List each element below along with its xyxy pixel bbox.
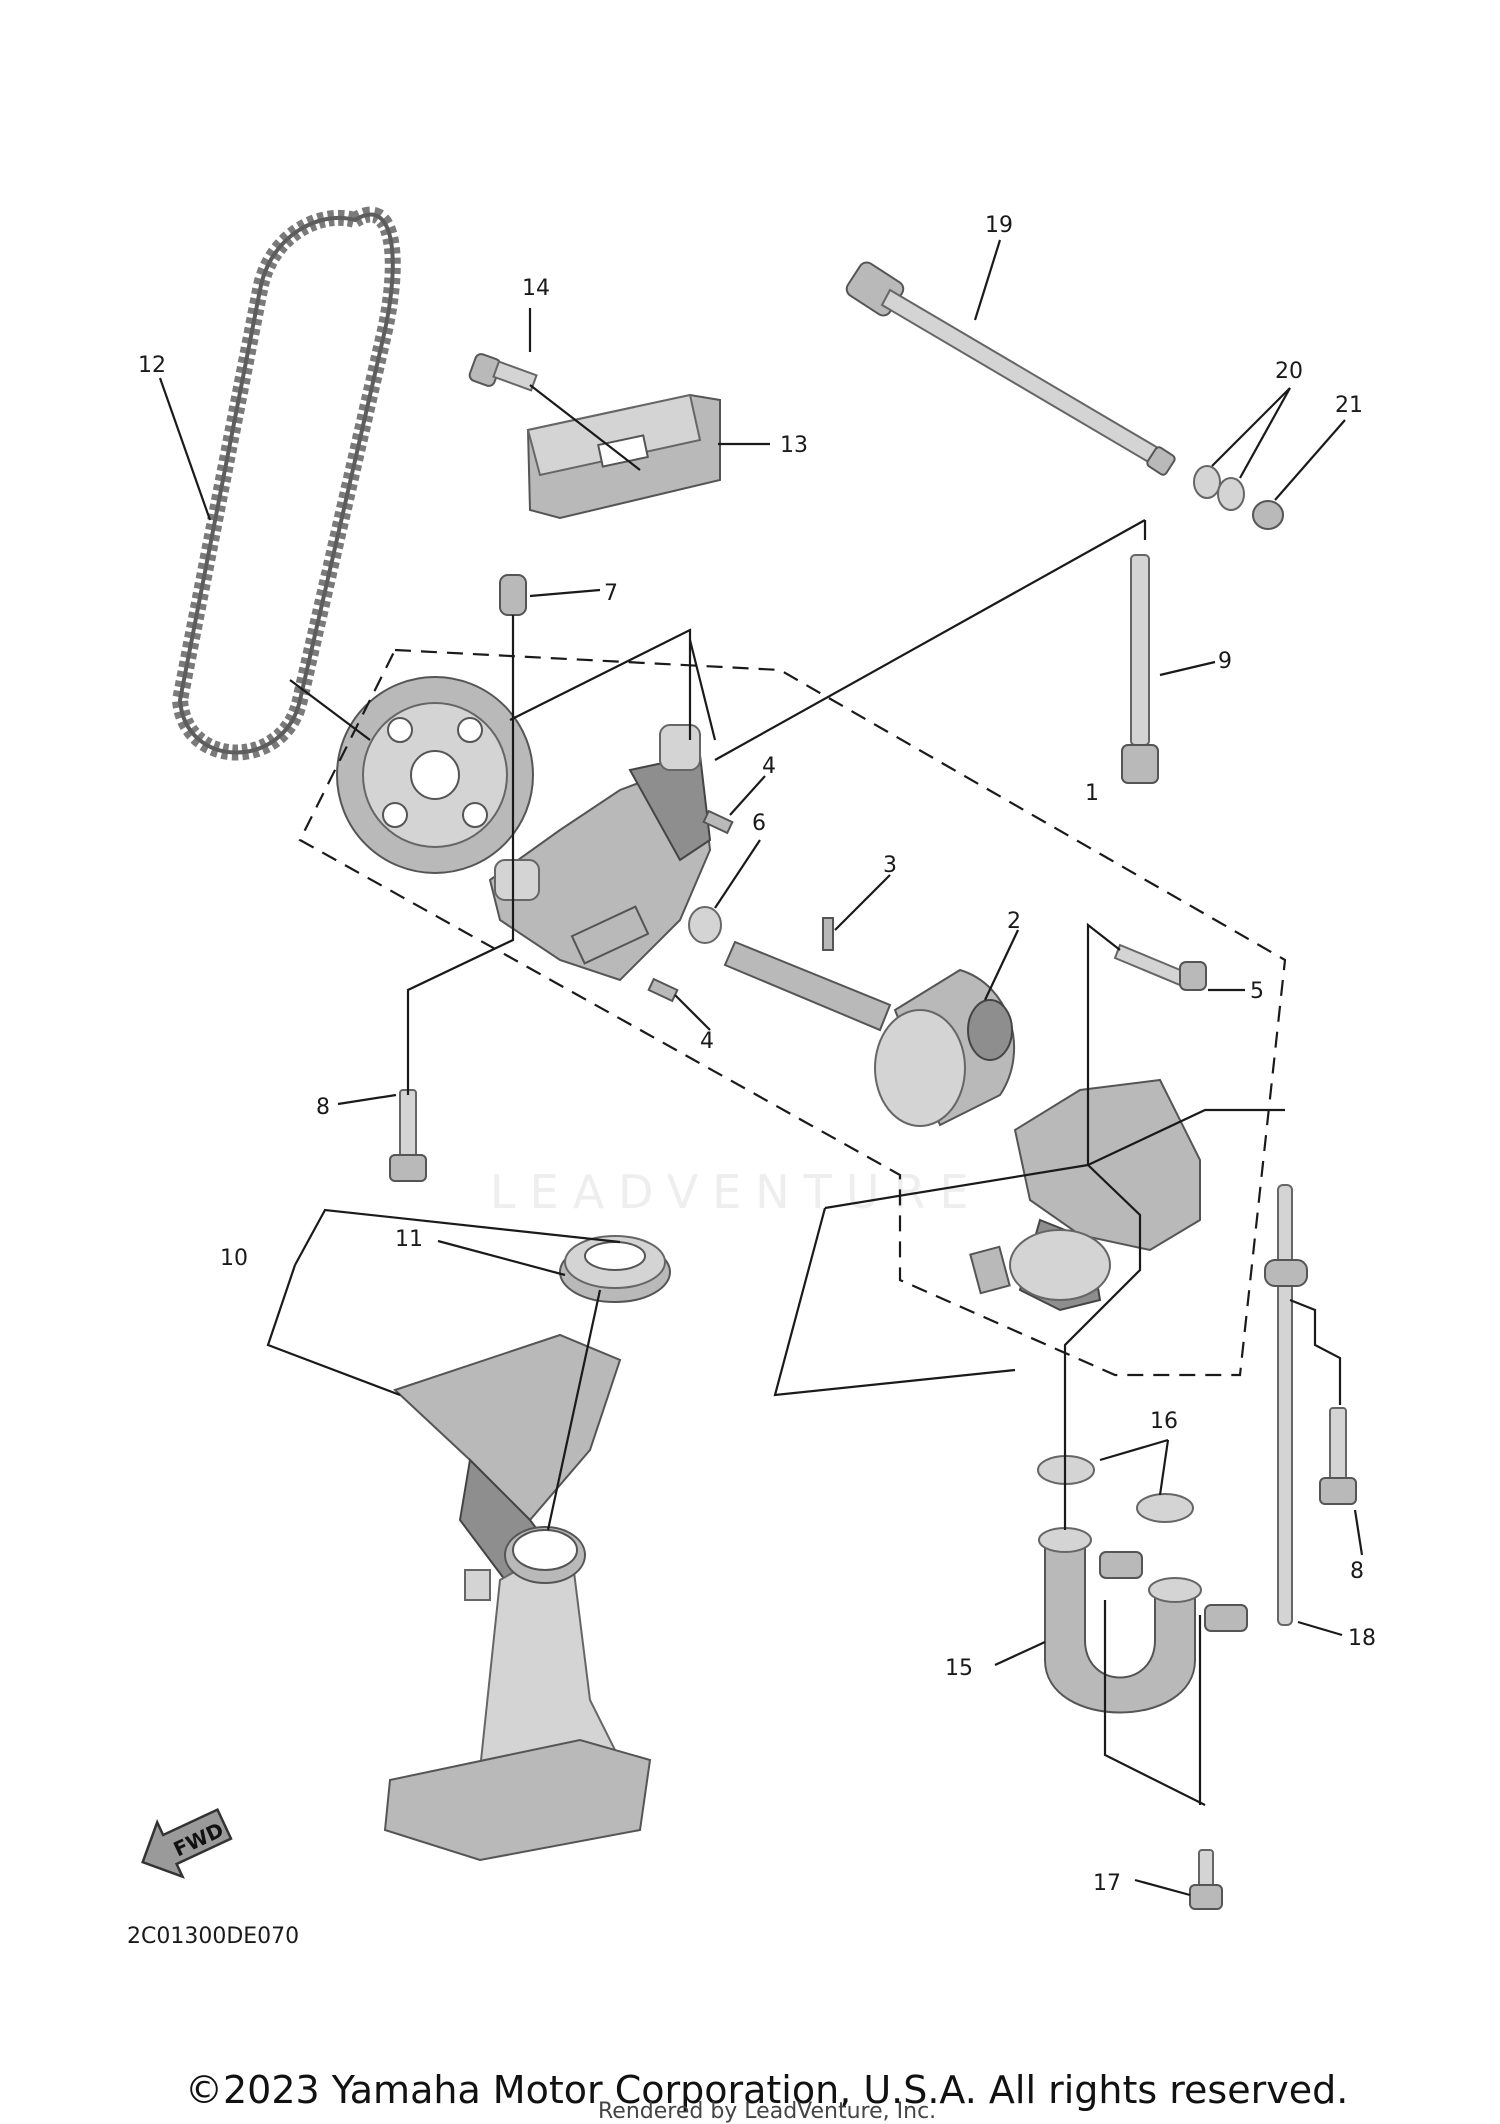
part-4-pin-lower [647,977,679,1003]
callout-8-right: 8 [1350,1559,1364,1584]
callout-9: 9 [1218,649,1232,674]
callout-17: 17 [1093,1871,1121,1896]
part-3-pin [822,917,834,951]
part-15-pipe [1038,1527,1248,1714]
callout-8-left: 8 [316,1095,330,1120]
leader-lines [158,239,1364,1897]
callout-10: 10 [220,1246,248,1271]
assembly-outline [298,648,1287,1377]
part-18-rod [1264,1184,1308,1626]
callout-20: 20 [1275,359,1303,384]
part-17-bolt [1189,1849,1223,1910]
part-8-bolt-left [389,1089,427,1182]
diagram-code: 2C01300DE070 [127,1924,299,1949]
callout-21: 21 [1335,393,1363,418]
callout-18: 18 [1348,1626,1376,1651]
part-7-dowel [499,574,527,616]
callout-12: 12 [138,353,166,378]
rendered-by-text: Rendered by LeadVenture, Inc. [598,2099,936,2124]
part-14-bolt [468,353,538,392]
callout-6: 6 [752,811,766,836]
callout-7: 7 [604,581,618,606]
part-10-strainer [383,1333,652,1862]
part-1-pump-cover [969,1078,1201,1312]
part-19-shaft [845,261,1176,476]
part-11-seal [559,1235,671,1303]
part-1-pump-body [488,724,712,982]
part-6-oring [688,906,722,944]
part-1-sprocket [336,676,534,874]
part-5-bolt [1113,943,1207,991]
callout-1: 1 [1085,781,1099,806]
part-1-shaft [723,940,892,1032]
callout-3: 3 [883,853,897,878]
part-4-pin-upper [702,809,734,835]
part-21-nut [1252,500,1284,530]
part-8-bolt-right [1319,1407,1357,1505]
part-12-chain [171,206,401,761]
part-2-rotor [874,968,1015,1127]
callout-15: 15 [945,1656,973,1681]
callout-4-lower: 4 [700,1029,714,1054]
callout-labels: 1 2 3 4 4 5 6 7 8 8 9 10 11 12 13 14 15 … [138,213,1376,1896]
copyright-text: ©2023 Yamaha Motor Corporation, U.S.A. A… [185,2068,1348,2112]
callout-11: 11 [395,1227,423,1252]
part-20-rings [1193,465,1245,511]
part-9-long-bolt [1121,554,1159,784]
fwd-arrow-icon: FWD [141,1807,233,1879]
callout-2: 2 [1007,909,1021,934]
callout-13: 13 [780,433,808,458]
callout-16: 16 [1150,1409,1178,1434]
callout-5: 5 [1250,979,1264,1004]
callout-14: 14 [522,276,550,301]
callout-19: 19 [985,213,1013,238]
callout-4-upper: 4 [762,754,776,779]
watermark-text: LEADVENTURE [490,1165,983,1219]
part-16-rings [1037,1455,1194,1523]
